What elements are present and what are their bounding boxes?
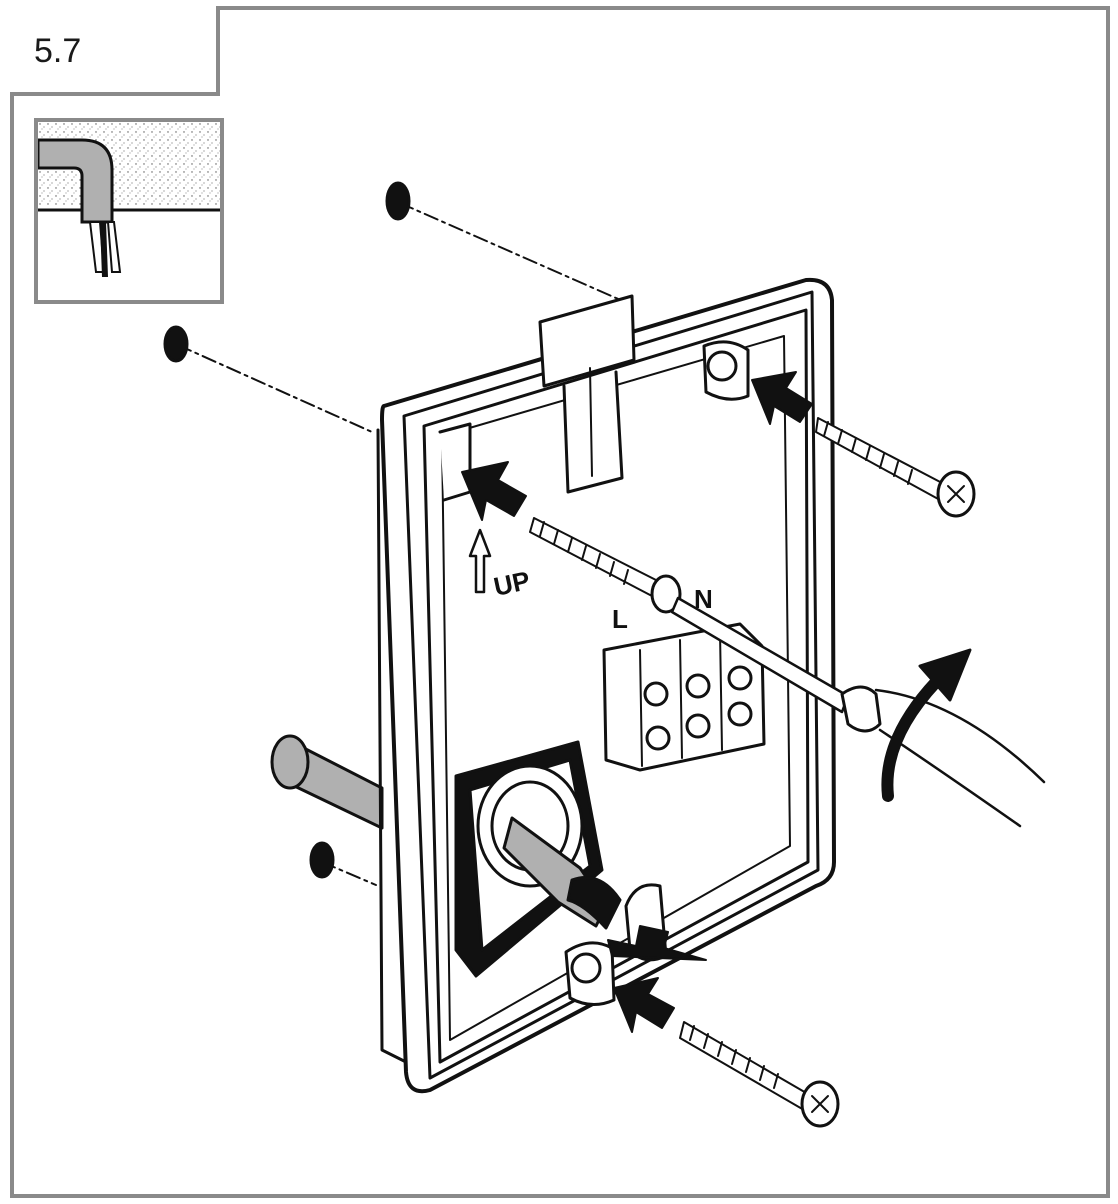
wire-center [100,222,108,277]
push-arrow-icon [613,977,675,1033]
terminal-screw [645,725,671,751]
step-number-box: 5.7 [10,6,220,96]
terminal-dividers [639,631,723,767]
cable-bend [38,138,114,224]
cable-detail-inset [34,118,224,304]
terminal-screw [727,701,753,727]
neutral-terminal-marking: N [694,584,713,614]
screwdriver-icon [670,596,1046,828]
up-arrow-icon [468,528,492,594]
top-clip [538,294,636,388]
push-arrow-icon [751,371,813,425]
wall-plug-icon [385,181,411,221]
cable-end [270,734,310,790]
up-marking: UP [491,565,533,602]
cable-sheath-end [566,876,622,930]
terminal-block [602,622,766,772]
keyhole-lug-top-left [438,422,472,502]
screw-hole-top-right [706,350,738,382]
terminal-screw [685,673,711,699]
centre-rib-line [589,367,593,477]
guide-line-top-right [399,202,626,303]
terminal-screw [685,713,711,739]
screw-icon [815,417,976,518]
screw-icon [679,1021,840,1128]
terminal-screw [643,681,669,707]
wall-plug-icon [163,325,189,363]
mounting-plate-side [376,428,408,1064]
guide-line-top-left [177,344,373,433]
live-terminal-marking: L [612,604,628,634]
rotate-arrow-icon [881,676,942,802]
screw-hole-bottom [570,952,602,984]
step-number: 5.7 [34,32,82,70]
mounting-plate-rim [402,290,820,1080]
rotate-arrow-head [918,648,972,702]
screw-icon [529,517,682,614]
mounting-plate-inner-wall [441,335,791,1041]
mounting-plate-inner-rim [422,308,810,1064]
cable-detail-drawing [38,122,220,277]
centre-rib [562,370,624,494]
keyhole-lug-top-right [702,340,750,401]
release-arrow-icon [607,925,707,961]
wire-right [106,221,122,273]
push-arrow-icon [461,461,527,521]
wall-plug-icon [309,841,335,879]
terminal-screw [727,665,753,691]
